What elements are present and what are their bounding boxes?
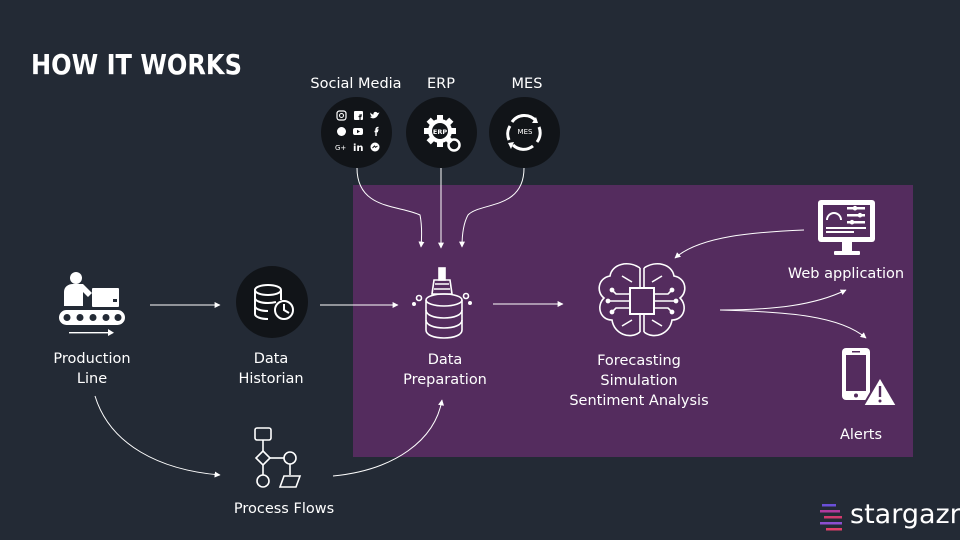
social-media-label: Social Media bbox=[310, 76, 402, 92]
database-clock-icon bbox=[254, 284, 294, 320]
instagram-icon bbox=[336, 110, 347, 121]
production-line-icon bbox=[59, 272, 125, 336]
data-preparation-label-line2: Preparation bbox=[403, 372, 487, 388]
forecasting-label-line2: Simulation bbox=[600, 373, 678, 389]
arrow-production-to-processflows bbox=[94, 395, 221, 478]
arrow-mes-to-preparation bbox=[459, 167, 525, 248]
data-historian-label-line2: Historian bbox=[238, 371, 304, 387]
phone-alert-icon bbox=[842, 348, 898, 407]
data-preparation-label-line1: Data bbox=[427, 352, 463, 368]
facebook-f-icon bbox=[374, 126, 379, 136]
connectors bbox=[94, 167, 867, 478]
production-line-label-line2: Line bbox=[76, 371, 108, 387]
flowchart-icon bbox=[254, 427, 302, 488]
production-line-label: Production Line bbox=[42, 349, 142, 389]
arrow-forecasting-to-alerts bbox=[719, 309, 867, 339]
forecasting-label-line1: Forecasting bbox=[597, 353, 681, 369]
data-preparation-label: Data Preparation bbox=[395, 350, 495, 390]
mes-label: MES bbox=[511, 76, 543, 92]
linkedin-icon: in bbox=[353, 143, 364, 154]
stargazr-logo-icon bbox=[820, 504, 842, 531]
arrow-webapp-to-forecasting bbox=[674, 229, 805, 259]
facebook-icon bbox=[354, 111, 363, 120]
arrow-social-to-preparation bbox=[356, 167, 425, 248]
data-historian-label: Data Historian bbox=[221, 349, 321, 389]
data-historian-label-line1: Data bbox=[253, 351, 289, 367]
arrow-processflows-to-preparation bbox=[332, 399, 445, 477]
mes-cycle-icon: MES bbox=[506, 114, 542, 151]
arrow-forecasting-to-webapp bbox=[719, 289, 847, 311]
erp-icon-text: ERP bbox=[433, 128, 447, 136]
page-title: HOW IT WORKS bbox=[31, 48, 242, 81]
social-media-icons: G+ in bbox=[335, 110, 380, 154]
whatsapp-icon bbox=[337, 127, 346, 136]
alerts-label: Alerts bbox=[839, 427, 883, 443]
forecasting-label-line3: Sentiment Analysis bbox=[569, 393, 709, 409]
forecasting-label: Forecasting Simulation Sentiment Analysi… bbox=[564, 351, 714, 411]
brain-chip-icon bbox=[598, 263, 686, 337]
monitor-dashboard-icon bbox=[818, 200, 875, 255]
process-flows-label: Process Flows bbox=[233, 501, 335, 517]
mes-circle bbox=[489, 97, 560, 168]
mes-icon-text: MES bbox=[518, 128, 533, 136]
google-plus-icon: G+ bbox=[335, 144, 346, 152]
web-application-label: Web application bbox=[787, 266, 905, 282]
brand-name: stargazr bbox=[850, 499, 960, 530]
erp-label: ERP bbox=[427, 76, 455, 92]
production-line-label-line1: Production bbox=[53, 351, 131, 367]
erp-gear-icon: ERP bbox=[424, 115, 461, 152]
database-brush-icon bbox=[411, 267, 472, 339]
twitter-icon bbox=[370, 111, 380, 119]
